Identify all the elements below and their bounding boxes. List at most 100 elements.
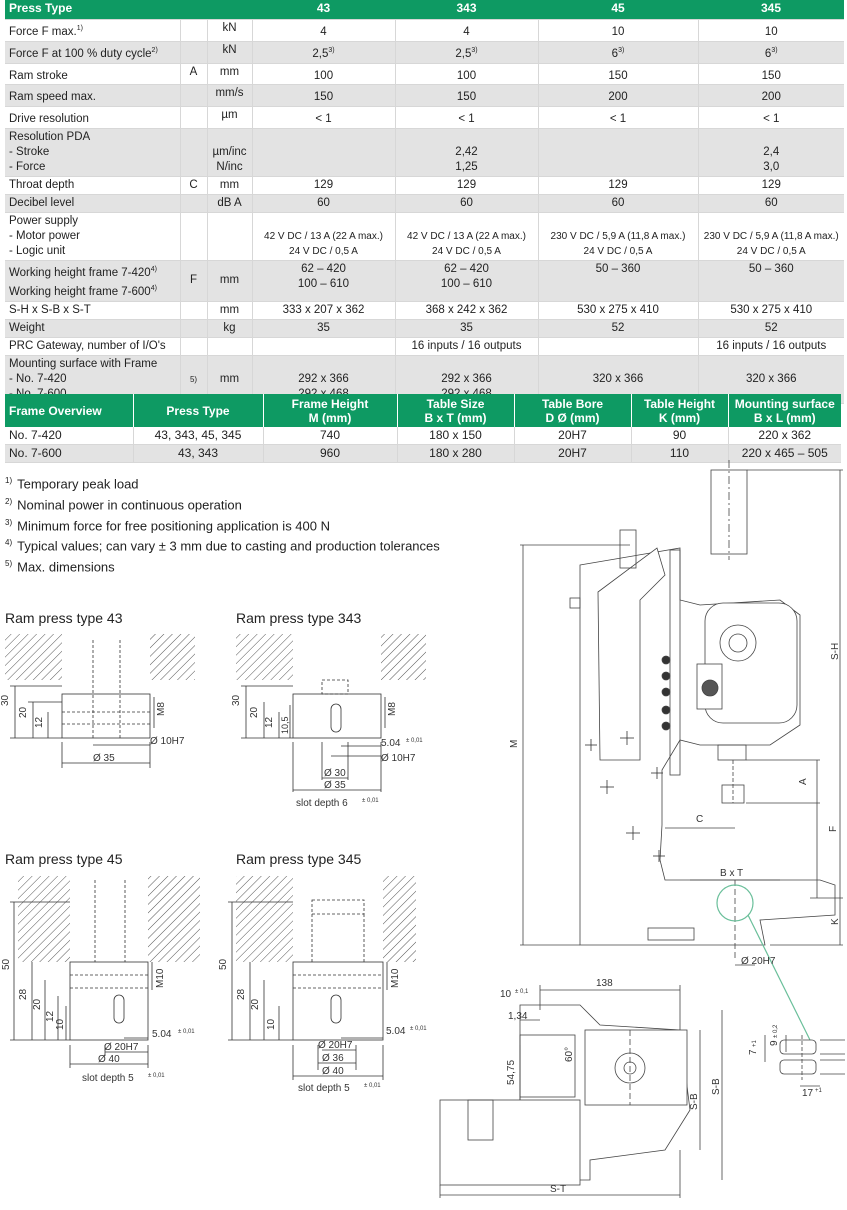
footnote: 1)Temporary peak load xyxy=(5,476,139,492)
dim-top-138: 138 xyxy=(596,978,613,989)
dim-43-m8: M8 xyxy=(156,702,167,716)
spec-row-unit: mm xyxy=(206,63,252,86)
dim-345-slot-tol: ± 0,01 xyxy=(410,1026,427,1032)
spec-row-value: 100 xyxy=(394,63,538,86)
working-height-label: Working height frame 7-4204)Working heig… xyxy=(5,260,180,302)
dimensions-43: 333 x 207 x 362 xyxy=(251,301,395,320)
dim-top-10: 10 xyxy=(500,989,512,1000)
spec-row-value: 200 xyxy=(697,84,844,108)
dim-343-30: 30 xyxy=(231,694,242,706)
dimensions-row: S-H x S-B x S-T mm 333 x 207 x 362 368 x… xyxy=(5,301,844,320)
spec-row-value: 150 xyxy=(251,84,395,108)
frame-press-type-header: Press Type xyxy=(132,394,263,427)
power-43: 42 V DC / 13 A (22 A max.)24 V DC / 0,5 … xyxy=(251,212,395,262)
drawing-side-view: S-H M A C F K B x T Ø 20H7 xyxy=(509,460,843,1041)
dim-detail-7: 7 xyxy=(748,1049,759,1055)
spec-header-row: Press Type 43 343 45 345 xyxy=(5,0,844,20)
dim-43-12: 12 xyxy=(34,716,45,728)
type-43-header: 43 xyxy=(252,0,395,20)
dim-45-50: 50 xyxy=(1,958,12,970)
dim-top-sb-1: S-B xyxy=(689,1093,700,1110)
drawing-detail: 7 +1 9 ± 0,2 17 +1 xyxy=(748,1024,845,1099)
throat-43: 129 xyxy=(251,176,395,196)
dim-side-bxt: B x T xyxy=(720,868,743,879)
prc-45 xyxy=(537,337,698,356)
dim-detail-7-tol: +1 xyxy=(752,1039,758,1047)
throat-row: Throat depth C mm 129 129 129 129 xyxy=(5,176,844,196)
dim-345-d36: Ø 36 xyxy=(322,1053,344,1064)
dim-345-28: 28 xyxy=(236,988,247,1000)
frame-cell: 180 x 280 xyxy=(396,444,514,463)
dim-detail-17-tol: +1 xyxy=(815,1088,823,1094)
title-type-343: Ram press type 343 xyxy=(236,610,362,626)
spec-row-symbol xyxy=(179,41,207,64)
decibel-label: Decibel level xyxy=(5,194,180,214)
spec-row-symbol xyxy=(179,106,207,130)
spec-row-symbol xyxy=(179,84,207,108)
frame-cell: 20H7 xyxy=(513,444,631,463)
dimensions-45: 530 x 275 x 410 xyxy=(537,301,698,320)
decibel-45: 60 xyxy=(537,194,698,214)
working-345: 50 – 360 xyxy=(697,260,844,302)
throat-label: Throat depth xyxy=(5,176,180,196)
spec-row-label: Ram speed max. xyxy=(5,84,180,108)
dim-45-28: 28 xyxy=(18,988,29,1000)
spec-row-value: 200 xyxy=(537,84,698,108)
decibel-343: 60 xyxy=(394,194,538,214)
dim-345-d20h7: Ø 20H7 xyxy=(318,1040,353,1051)
spec-row-value: < 1 xyxy=(537,106,698,130)
dim-45-m10: M10 xyxy=(155,968,166,988)
dim-343-20: 20 xyxy=(249,706,260,718)
footnote: 5)Max. dimensions xyxy=(5,559,115,575)
dim-343-m8: M8 xyxy=(387,702,398,716)
spec-row-symbol xyxy=(179,19,207,42)
dimensions-343: 368 x 242 x 362 xyxy=(394,301,538,320)
dim-45-slot-tol: ± 0,01 xyxy=(178,1029,195,1035)
dim-detail-9-tol: ± 0,2 xyxy=(773,1024,779,1038)
dim-343-bore: Ø 10H7 xyxy=(381,753,416,764)
prc-345: 16 inputs / 16 outputs xyxy=(697,337,844,356)
weight-45: 52 xyxy=(537,319,698,338)
prc-343: 16 inputs / 16 outputs xyxy=(394,337,538,356)
spec-row-value: 150 xyxy=(394,84,538,108)
frame-cell: 220 x 362 xyxy=(727,427,841,445)
dim-top-134: 1,34 xyxy=(508,1011,528,1022)
working-unit: mm xyxy=(206,260,252,302)
dim-side-k: K xyxy=(830,918,841,925)
spec-row-unit: µm xyxy=(206,106,252,130)
dim-top-5475: 54,75 xyxy=(506,1060,517,1085)
weight-unit: kg xyxy=(206,319,252,338)
frame-cell: 180 x 150 xyxy=(396,427,514,445)
spec-row-value: 150 xyxy=(697,63,844,86)
footnote: 2)Nominal power in continuous operation xyxy=(5,496,242,513)
throat-45: 129 xyxy=(537,176,698,196)
title-type-345: Ram press type 345 xyxy=(236,851,362,867)
type-343-header: 343 xyxy=(395,0,538,20)
dim-345-m10: M10 xyxy=(390,968,401,988)
spec-row-unit: kN xyxy=(206,19,252,42)
title-type-45: Ram press type 45 xyxy=(5,851,123,867)
throat-343: 129 xyxy=(394,176,538,196)
dim-side-d20: Ø 20H7 xyxy=(741,956,776,967)
spec-row-value: < 1 xyxy=(251,106,395,130)
press-type-header: Press Type xyxy=(5,0,252,20)
dim-343-slot-tol: ± 0,01 xyxy=(406,738,423,744)
spec-row-value: 150 xyxy=(537,63,698,86)
spec-row-value: 10 xyxy=(697,19,844,42)
dim-top-10-tol: ± 0,1 xyxy=(515,989,529,995)
spec-row-unit: kN xyxy=(206,41,252,64)
dim-345-slot: 5.04 xyxy=(386,1026,406,1037)
spec-row-value: 4 xyxy=(394,19,538,42)
prc-row: PRC Gateway, number of I/O's 16 inputs /… xyxy=(5,337,844,356)
